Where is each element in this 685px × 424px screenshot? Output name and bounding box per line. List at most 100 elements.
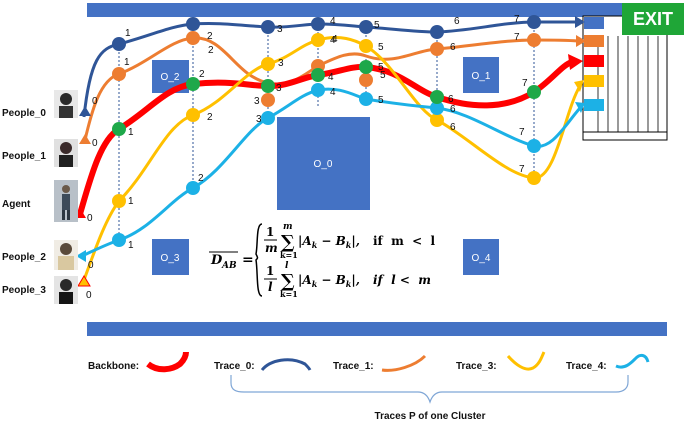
step-label: 7 — [519, 164, 525, 175]
backbone-arrowhead — [568, 54, 583, 70]
sum-lower-1: k=1 — [280, 250, 298, 260]
exit-slot-trace4 — [584, 99, 604, 111]
exit-zone: EXIT — [582, 3, 684, 141]
exit-slot-backbone — [584, 55, 604, 67]
legend-trace0-label: Trace_0: — [214, 361, 255, 372]
step-label: 2 — [207, 31, 213, 42]
trace-0-step-labels: 1 2 3 4 5 6 7 — [125, 14, 520, 42]
trace-0-node — [261, 20, 275, 34]
trace-1-nodes — [112, 31, 541, 107]
obstacle-o1-label: O_1 — [472, 71, 491, 82]
trace-1-arrowhead — [576, 35, 586, 47]
trace-3-nodes — [112, 33, 541, 208]
obstacle-o0-label: O_0 — [314, 159, 333, 170]
trace-3-node — [359, 39, 373, 53]
avatar-people-1 — [54, 139, 78, 167]
obstacle-o2-label: O_2 — [161, 72, 180, 83]
start-marker-people-2 — [76, 250, 86, 262]
case2-condition: if l < m — [373, 273, 431, 287]
backbone-node — [112, 122, 126, 136]
obstacle-o3 — [152, 239, 189, 275]
backbone-node — [359, 60, 373, 74]
people-label: People_3 — [2, 285, 46, 296]
legend-backbone-label: Backbone: — [88, 361, 139, 372]
obstacle-o1 — [463, 57, 499, 93]
trace-4-node — [311, 83, 325, 97]
legend-trace1-label: Trace_1: — [333, 361, 374, 372]
trace-1-node — [186, 31, 200, 45]
distance-formula: D AB = 1 m m ∑ k=1 |Ak − Bk|, if m < l 1… — [209, 222, 436, 299]
trace-4-nodes — [112, 83, 541, 247]
trace-3-node — [112, 194, 126, 208]
step-label: 6 — [448, 94, 454, 105]
trace-0-node — [311, 17, 325, 31]
obstacle-o0 — [277, 117, 370, 210]
step-label: 1 — [128, 196, 134, 207]
trace-4-node — [112, 233, 126, 247]
trace-1-node — [112, 67, 126, 81]
exit-slot-trace0 — [584, 17, 604, 29]
trace-4-node — [359, 92, 373, 106]
step-label: 5 — [378, 62, 384, 73]
backbone-node — [527, 85, 541, 99]
trace-3-node — [311, 33, 325, 47]
svg-text:∑: ∑ — [281, 271, 295, 292]
trace-1-node — [261, 93, 275, 107]
step-label: 7 — [514, 14, 520, 25]
step-label: 1 — [128, 240, 134, 251]
step-label: 1 — [128, 127, 134, 138]
avatar-agent — [54, 180, 78, 222]
trace-4-node — [186, 181, 200, 195]
step-label: 4 — [330, 87, 336, 98]
step-label: 6 — [450, 42, 456, 53]
people-label: Agent — [2, 199, 31, 210]
start-marker-people-0 — [79, 106, 91, 116]
formula-term-2: |Ak − Bk|, — [298, 273, 360, 289]
sum-upper-2: l — [285, 261, 289, 271]
avatar-people-0 — [54, 90, 78, 118]
bottom-wall — [87, 322, 667, 336]
exit-label: EXIT — [633, 9, 673, 29]
trace-1-node — [527, 33, 541, 47]
trace-0-node — [186, 17, 200, 31]
trace-0-node — [430, 25, 444, 39]
formula-lhs: D — [210, 253, 223, 268]
trace-0-node — [112, 37, 126, 51]
avatar-people-2 — [54, 240, 78, 270]
step-label: 1 — [125, 28, 131, 39]
start-label: 0 — [88, 260, 94, 271]
people-avatars — [54, 90, 78, 304]
trace-3-node — [430, 113, 444, 127]
sum-lower-2: k=1 — [280, 289, 298, 299]
start-label: 0 — [87, 213, 93, 224]
legend-trace1-swatch — [381, 354, 427, 372]
step-label: 3 — [276, 83, 282, 94]
legend-trace3-swatch — [506, 351, 546, 371]
backbone-step-labels: 1 2 3 4 5 6 7 — [128, 62, 528, 138]
trace-0-nodes — [112, 15, 541, 51]
backbone-node — [311, 68, 325, 82]
exit-sign — [622, 3, 684, 35]
step-label: 2 — [199, 69, 205, 80]
backbone-nodes — [112, 60, 541, 136]
legend-trace4-label: Trace_4: — [566, 361, 607, 372]
trace-3-node — [527, 171, 541, 185]
case1-condition: if m < l — [373, 234, 436, 248]
trace-1-step-labels: 1 2 3 4 5 6 7 — [124, 32, 520, 107]
step-label: 7 — [522, 78, 528, 89]
svg-text:1: 1 — [266, 264, 274, 278]
formula-eq: = — [242, 252, 254, 268]
backbone-node — [186, 77, 200, 91]
step-label: 3 — [277, 24, 283, 35]
step-label: 6 — [450, 122, 456, 133]
step-label: 2 — [207, 112, 213, 123]
step-label: 6 — [450, 104, 456, 115]
trace-1-node — [430, 42, 444, 56]
formula-term-1: |Ak − Bk|, — [298, 234, 360, 250]
step-label: 5 — [380, 70, 386, 81]
obstacle-o3-label: O_3 — [161, 253, 180, 264]
trace-3-arrowhead — [574, 80, 584, 92]
step-label: 3 — [256, 114, 262, 125]
step-label: 3 — [254, 96, 260, 107]
